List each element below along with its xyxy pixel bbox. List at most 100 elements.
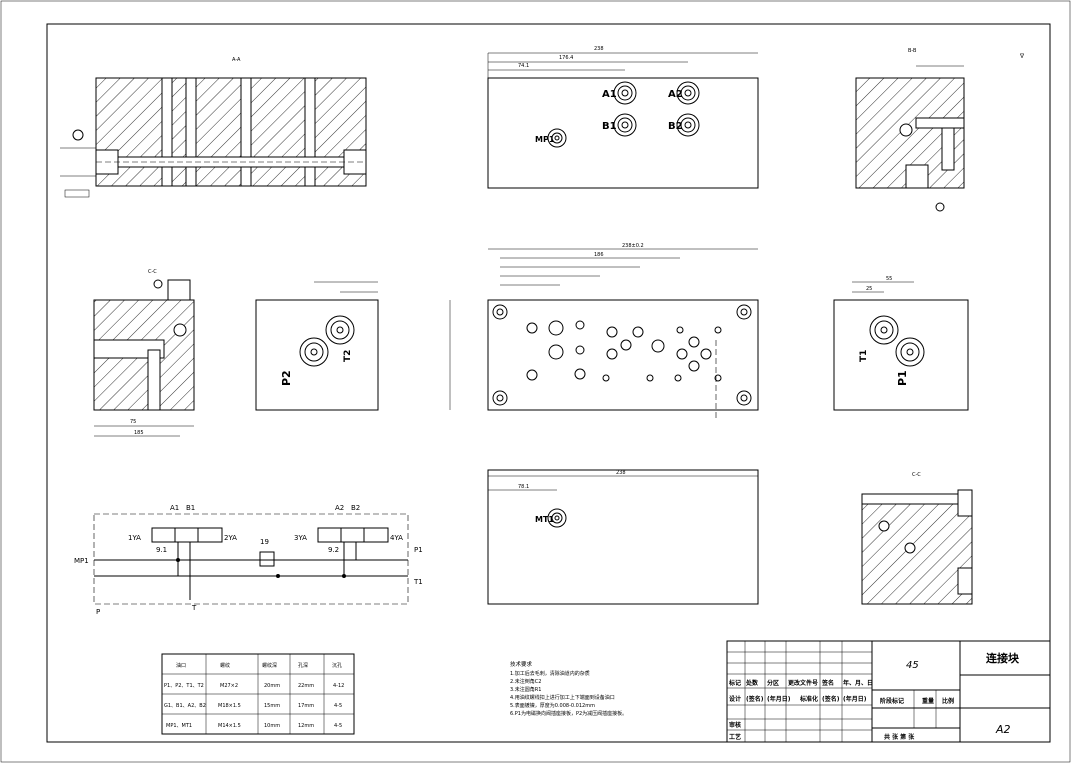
label-b1: B1 bbox=[602, 121, 617, 132]
channel-3 bbox=[240, 77, 252, 187]
section-bb-label: B-B bbox=[908, 48, 917, 54]
dim-top-1: 238 bbox=[594, 46, 604, 52]
table-cell: 12mm bbox=[298, 723, 314, 729]
sheet-count: 共 张 第 张 bbox=[884, 733, 915, 741]
tb-label: (年月日) bbox=[843, 695, 867, 703]
label-mp1: MP1 bbox=[535, 135, 555, 144]
table-row: P1、P2、T1、T2 bbox=[164, 683, 204, 689]
schem-4ya: 4YA bbox=[390, 534, 403, 542]
hydraulic-schematic: A1 B1 A2 B2 1YA 2YA 3YA 4YA 9.1 9.2 19 M… bbox=[74, 504, 423, 616]
balloon-a bbox=[72, 129, 84, 141]
table-row: G1、B1、A2、B2 bbox=[164, 703, 206, 709]
th-thread-depth: 螺纹深 bbox=[262, 662, 277, 669]
tech-item: 3.未注圆角R1 bbox=[510, 686, 541, 693]
label-a1: A1 bbox=[602, 89, 617, 100]
review-label: 审核 bbox=[729, 721, 741, 729]
tb-label: 标准化 bbox=[799, 695, 818, 703]
schem-t1: T1 bbox=[413, 578, 423, 586]
relief-valve bbox=[259, 551, 275, 567]
schem-1ya: 1YA bbox=[128, 534, 141, 542]
table-cell: 15mm bbox=[264, 703, 280, 709]
tb-label: (签名) bbox=[746, 695, 764, 703]
dim-left-2: 185 bbox=[134, 430, 144, 436]
dim-r-2: 25 bbox=[866, 286, 872, 292]
section-cc-view: C-C 75 185 bbox=[93, 269, 195, 437]
dim-mid-2: 186 bbox=[594, 252, 604, 258]
schem-9-2: 9.2 bbox=[328, 546, 339, 554]
roughness-symbol: ∇ bbox=[1019, 53, 1025, 60]
table-cell: 4-12 bbox=[333, 683, 344, 689]
tech-item: 5.表面镀镍，厚度为0.008-0.012mm bbox=[510, 702, 595, 709]
part-name: 连接块 bbox=[986, 651, 1020, 665]
label-t1: T1 bbox=[859, 350, 869, 362]
th-thread: 螺纹 bbox=[220, 662, 230, 669]
section-cc-label: C-C bbox=[148, 269, 157, 275]
tech-item: 6.P1为电磁换向阀插座接板，P2为减压阀插座接板。 bbox=[510, 710, 627, 717]
side-view-body bbox=[255, 299, 379, 411]
tech-item: 2.未注倒角C2 bbox=[510, 678, 541, 685]
valve-9-1 bbox=[151, 527, 223, 543]
view-c: C-C bbox=[861, 472, 973, 605]
dim-r-1: 55 bbox=[886, 276, 892, 282]
section-bb-view: B-B bbox=[855, 48, 965, 212]
label-p1: P1 bbox=[896, 370, 909, 386]
table-cell: 10mm bbox=[264, 723, 280, 729]
side-view-p2-t2: P2 T2 bbox=[255, 281, 379, 411]
section-aa-view: A-A bbox=[60, 57, 367, 198]
tech-heading: 技术要求 bbox=[510, 660, 533, 668]
dim-left-1: 75 bbox=[130, 419, 136, 425]
bottom-view: 238 78.1 MT1 bbox=[487, 469, 759, 605]
port-table: 油口 螺纹 螺纹深 孔深 沉孔 P1、P2、T1、T2 M27×2 20mm 2… bbox=[161, 653, 355, 735]
tb-label: 年、月、日 bbox=[843, 679, 873, 687]
dim-mid-1: 238±0.2 bbox=[622, 243, 644, 249]
tb-label: 签名 bbox=[821, 679, 834, 687]
table-row: MP1、MT1 bbox=[166, 723, 192, 729]
tech-item: 1.加工后去毛刺，清除油道内的杂质 bbox=[510, 670, 590, 677]
tb-label: 设计 bbox=[729, 695, 741, 703]
label-a2: A2 bbox=[668, 89, 683, 100]
port-a1 bbox=[613, 81, 637, 105]
schem-a2: A2 bbox=[335, 504, 344, 512]
th-hole-depth: 孔深 bbox=[298, 662, 308, 669]
valve-holes bbox=[526, 320, 722, 382]
main-view: 238±0.2 186 bbox=[449, 243, 759, 420]
table-cell: 4-5 bbox=[334, 723, 342, 729]
schem-b1: B1 bbox=[186, 504, 195, 512]
view-c-label: C-C bbox=[912, 472, 921, 478]
port-b2 bbox=[676, 113, 700, 137]
schematic-boundary bbox=[93, 513, 409, 605]
port-a2 bbox=[676, 81, 700, 105]
front-view-top: 238 176.4 74.1 A1 A2 B1 B2 MP1 bbox=[487, 46, 759, 189]
channel-1 bbox=[161, 77, 173, 187]
port-b1 bbox=[613, 113, 637, 137]
label-t2: T2 bbox=[343, 350, 353, 362]
schem-2ya: 2YA bbox=[224, 534, 237, 542]
label-b2: B2 bbox=[668, 121, 683, 132]
label-mt1: MT1 bbox=[535, 515, 554, 524]
tb-label: 标记 bbox=[728, 679, 741, 687]
dim-top-2: 176.4 bbox=[559, 55, 573, 61]
schem-3ya: 3YA bbox=[294, 534, 307, 542]
dim-bot-1: 238 bbox=[616, 470, 626, 476]
view-c-body bbox=[861, 493, 973, 605]
schem-19: 19 bbox=[260, 538, 269, 546]
tb-label: (年月日) bbox=[767, 695, 791, 703]
main-view-body bbox=[487, 299, 759, 411]
process-label: 工艺 bbox=[729, 733, 741, 741]
table-cell: M27×2 bbox=[220, 683, 238, 689]
table-cell: M14×1.5 bbox=[218, 723, 241, 729]
sheet-size: A2 bbox=[995, 723, 1011, 736]
tb-label: (签名) bbox=[822, 695, 840, 703]
table-cell: 22mm bbox=[298, 683, 314, 689]
tb-label: 更改文件号 bbox=[788, 679, 818, 687]
th-counterbore: 沉孔 bbox=[332, 662, 342, 669]
schem-a1: A1 bbox=[170, 504, 179, 512]
schem-9-1: 9.1 bbox=[156, 546, 167, 554]
schem-b2: B2 bbox=[351, 504, 360, 512]
dim-bot-2: 78.1 bbox=[518, 484, 529, 490]
table-cell: M18×1.5 bbox=[218, 703, 241, 709]
front-view-body bbox=[487, 77, 759, 189]
tb-label: 处数 bbox=[745, 679, 759, 687]
scale-label: 比例 bbox=[942, 697, 954, 705]
